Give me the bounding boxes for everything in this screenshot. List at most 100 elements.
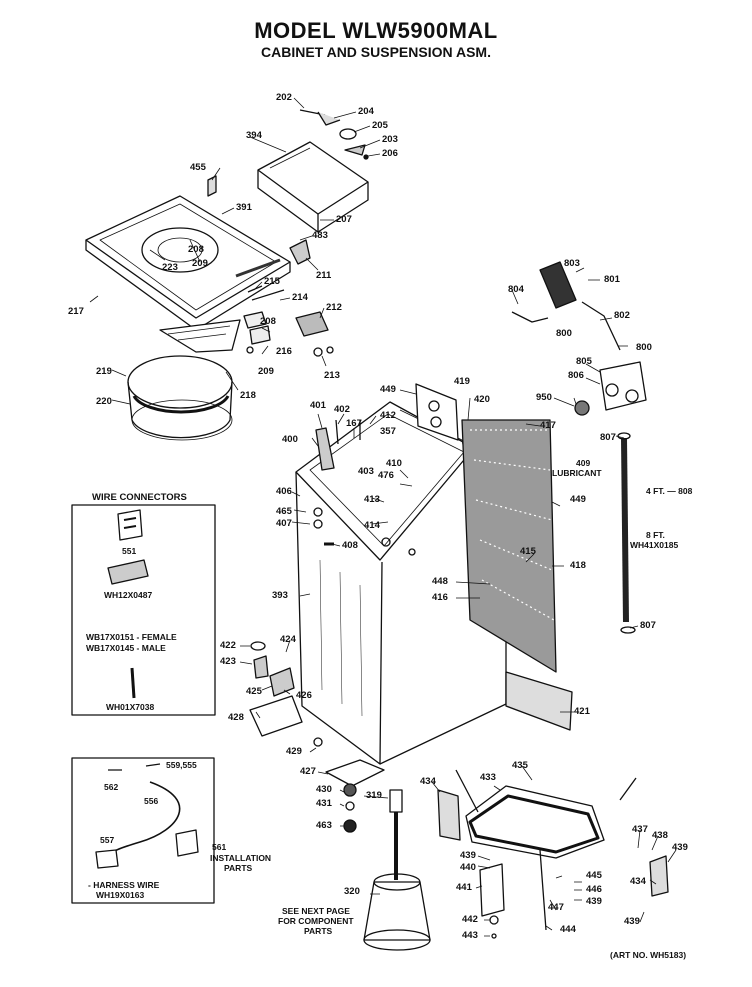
harness-wire-label: - HARNESS WIRE [88,880,160,890]
part-label: 805 [576,356,592,367]
part-label: 416 [432,592,448,603]
top-cover [85,195,291,331]
part-label: 406 [276,486,292,497]
part-label: 807 [600,432,616,443]
motor-assembly [363,789,431,951]
part-label: 427 [300,766,316,777]
part-label: 445 [586,870,602,881]
lid-part [257,141,369,233]
bracket-211 [289,239,311,265]
part-label: 440 [460,862,476,873]
installation-label: INSTALLATION [210,853,272,863]
part-label: 483 [312,230,328,241]
diagram-subtitle: CABINET AND SUSPENSION ASM. [261,44,491,60]
part-label: 435 [512,760,528,771]
harness-561: 561 [212,842,227,852]
art-number: (ART NO. WH5183) [610,950,687,960]
wire-connectors-heading: WIRE CONNECTORS [92,492,187,503]
leg-parts [249,641,385,833]
part-label: 213 [324,370,340,381]
part-label: 434 [420,776,436,787]
part-label: 410 [386,458,402,469]
part-label: 167 [346,418,362,429]
harness-drawing [95,763,199,869]
part-label: 441 [456,882,472,893]
part-label: 443 [462,930,478,941]
part-label: 806 [568,370,584,381]
part-label: 319 [366,790,382,801]
part-label: 214 [292,292,308,303]
part-label: 421 [574,706,590,717]
part-label: 209 [258,366,274,377]
part-label: 447 [548,902,564,913]
lubricant-label: LUBRICANT [552,468,602,478]
part-label: 218 [240,390,256,401]
harness-557: 557 [100,835,115,845]
panel-419 [415,383,459,441]
part-label: 446 [586,884,602,895]
part-label: 437 [632,824,648,835]
insulation-panel [461,419,557,673]
harness-559: 559,555 [166,760,197,770]
part-label: 428 [228,712,244,723]
part-label: 412 [380,410,396,421]
part-label: 425 [246,686,262,697]
part-label: 444 [560,924,576,935]
part-label: 803 [564,258,580,269]
connector-female: WB17X0151 - FEMALE [86,632,177,642]
part-label: 204 [358,106,374,117]
part-label: 407 [276,518,292,529]
part-label: 420 [474,394,490,405]
part-label: 391 [236,202,252,213]
see-next-page: SEE NEXT PAGE [282,906,350,916]
part-label: 449 [380,384,396,395]
part-label: 950 [536,392,552,403]
part-label: 807 [640,620,656,631]
part-label: 439 [460,850,476,861]
part-label: 800 [636,342,652,353]
part-label: 408 [342,540,358,551]
hose-8ft: 8 FT. [646,530,665,540]
part-label: 211 [316,270,332,281]
part-label: 434 [630,876,646,887]
part-label: 394 [246,130,262,141]
part-label: 424 [280,634,296,645]
harness-wire-part: WH19X0163 [96,890,145,900]
part-label: 476 [378,470,394,481]
part-label: 429 [286,746,302,757]
part-label: 431 [316,798,332,809]
part-label: 402 [334,404,350,415]
part-label: 804 [508,284,524,295]
part-label: 209 [192,258,208,269]
part-label: 418 [570,560,586,571]
water-valve [511,261,647,634]
hose-4ft: 4 FT. — 808 [646,486,693,496]
part-label: 357 [380,426,396,437]
part-label: 414 [364,520,380,531]
part-label: 400 [282,434,298,445]
part-label: 449 [570,494,586,505]
part-label: 439 [672,842,688,853]
part-label: 320 [344,886,360,897]
part-label: 216 [276,346,292,357]
part-label: 205 [372,120,388,131]
part-label: 215 [264,276,280,287]
part-label: 439 [586,896,602,907]
part-label: 433 [480,772,496,783]
part-label: 415 [520,546,536,557]
part-label: 438 [652,830,668,841]
switch-455 [207,175,217,197]
part-label: 393 [272,590,288,601]
part-label: 423 [220,656,236,667]
part-label: 208 [188,244,204,255]
connector-male: WB17X0145 - MALE [86,643,166,653]
part-label: 413 [364,494,380,505]
hose-8ft-part: WH41X0185 [630,540,679,550]
part-label: 220 [96,396,112,407]
tub-ring [127,319,241,441]
connector-7038: WH01X7038 [106,702,155,712]
part-label: 430 [316,784,332,795]
part-label: 217 [68,306,84,317]
part-label: 426 [296,690,312,701]
part-label: 463 [316,820,332,831]
